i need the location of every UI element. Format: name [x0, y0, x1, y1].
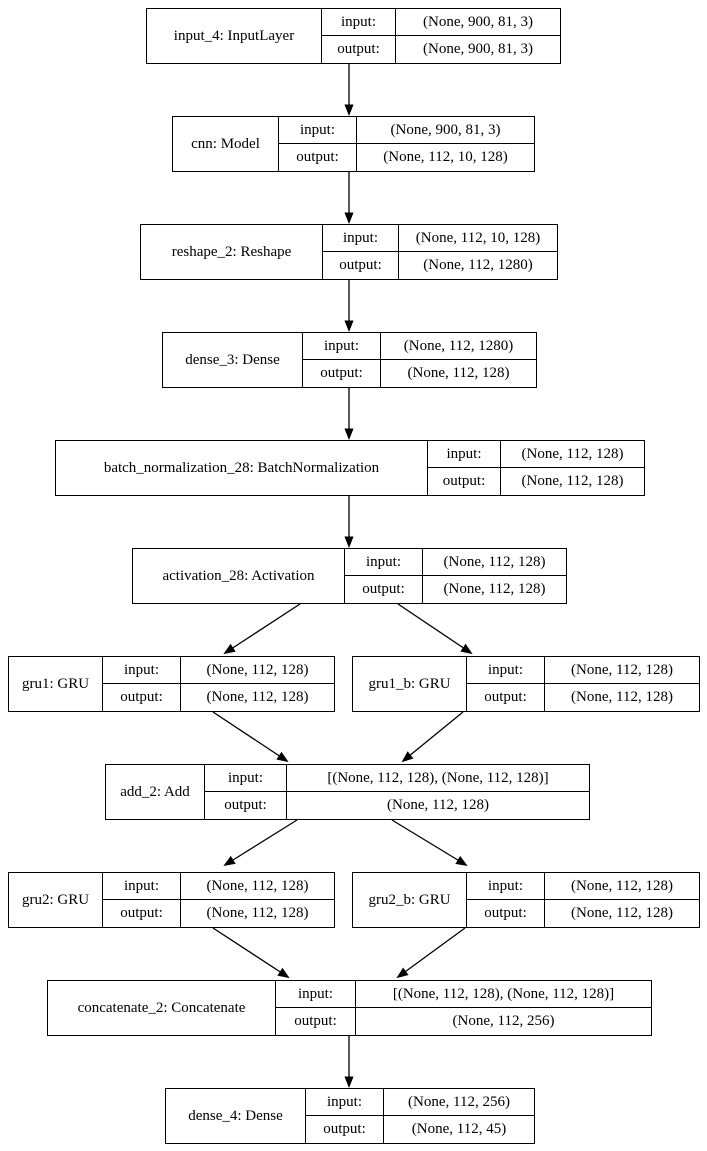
input-key-label: input:	[323, 225, 399, 252]
input-shape-value: (None, 112, 1280)	[381, 333, 536, 360]
layer-node-reshape_2: reshape_2: Reshape input: (None, 112, 10…	[140, 224, 558, 280]
layer-node-gru2_b: gru2_b: GRU input: (None, 112, 128) outp…	[352, 872, 700, 928]
layer-name-label: batch_normalization_28: BatchNormalizati…	[56, 441, 428, 495]
input-key-label: input:	[322, 9, 396, 36]
edge-arrow-gru1-to-add_2	[212, 711, 289, 763]
input-shape-value: (None, 112, 128)	[181, 873, 334, 900]
layer-node-gru1: gru1: GRU input: (None, 112, 128) output…	[8, 656, 335, 712]
edge-arrow-gru2_b-to-concatenate_2	[396, 927, 466, 979]
edge-arrow-add_2-to-gru2_b	[391, 819, 468, 867]
output-shape-value: (None, 112, 128)	[521, 473, 624, 489]
output-shape-value: (None, 112, 128)	[206, 905, 309, 921]
input-shape-value: (None, 900, 81, 3)	[396, 9, 560, 36]
output-key-label: output:	[279, 144, 357, 171]
output-shape-value: (None, 112, 128)	[407, 365, 510, 381]
input-key-label: input:	[276, 981, 356, 1008]
layer-node-add_2: add_2: Add input: [(None, 112, 128), (No…	[105, 764, 590, 820]
layer-name-label: reshape_2: Reshape	[141, 225, 323, 279]
output-shape-value: (None, 112, 45)	[411, 1121, 507, 1137]
layer-node-gru2: gru2: GRU input: (None, 112, 128) output…	[8, 872, 335, 928]
edge-arrow-activation_28-to-gru1_b	[397, 603, 473, 655]
output-shape-value: (None, 112, 256)	[452, 1013, 555, 1029]
layer-name-label: gru1: GRU	[9, 657, 103, 711]
layer-name-label: gru2: GRU	[9, 873, 103, 927]
input-key-label: input:	[103, 657, 181, 684]
input-shape-value: [(None, 112, 128), (None, 112, 128)]	[356, 981, 651, 1008]
edge-arrow-add_2-to-gru2	[223, 819, 298, 867]
input-shape-value: (None, 900, 81, 3)	[357, 117, 534, 144]
input-key-label: input:	[279, 117, 357, 144]
output-key-label: output:	[103, 900, 181, 927]
input-key-label: input:	[428, 441, 501, 468]
layer-name-label: dense_4: Dense	[166, 1089, 306, 1143]
layer-name-label: gru2_b: GRU	[353, 873, 467, 927]
output-key-label: output:	[323, 252, 399, 279]
output-shape-value: (None, 112, 128)	[206, 689, 309, 705]
output-key-label: output:	[428, 468, 501, 495]
output-shape-value: (None, 900, 81, 3)	[423, 41, 533, 57]
input-shape-value: (None, 112, 128)	[545, 873, 699, 900]
input-shape-value: (None, 112, 128)	[423, 549, 566, 576]
output-key-label: output:	[276, 1008, 356, 1035]
layer-node-concatenate_2: concatenate_2: Concatenate input: [(None…	[47, 980, 652, 1036]
layer-node-gru1_b: gru1_b: GRU input: (None, 112, 128) outp…	[352, 656, 700, 712]
output-key-label: output:	[322, 36, 396, 63]
input-shape-value: (None, 112, 128)	[545, 657, 699, 684]
output-shape-value: (None, 112, 1280)	[423, 257, 533, 273]
input-key-label: input:	[306, 1089, 384, 1116]
layer-node-dense_4: dense_4: Dense input: (None, 112, 256) o…	[165, 1088, 535, 1144]
input-shape-value: [(None, 112, 128), (None, 112, 128)]	[287, 765, 589, 792]
output-shape-value: (None, 112, 128)	[443, 581, 546, 597]
output-shape-value: (None, 112, 128)	[387, 797, 489, 813]
output-shape-value: (None, 112, 128)	[571, 905, 673, 921]
input-key-label: input:	[467, 657, 545, 684]
input-key-label: input:	[103, 873, 181, 900]
output-key-label: output:	[303, 360, 381, 387]
output-key-label: output:	[205, 792, 287, 819]
layer-name-label: gru1_b: GRU	[353, 657, 467, 711]
edge-arrow-gru1_b-to-add_2	[401, 711, 464, 763]
input-key-label: input:	[467, 873, 545, 900]
layer-name-label: activation_28: Activation	[133, 549, 345, 603]
output-key-label: output:	[306, 1116, 384, 1143]
layer-node-batch_normalization_28: batch_normalization_28: BatchNormalizati…	[55, 440, 645, 496]
output-shape-value: (None, 112, 128)	[571, 689, 673, 705]
input-shape-value: (None, 112, 10, 128)	[399, 225, 557, 252]
output-shape-value: (None, 112, 10, 128)	[383, 149, 508, 165]
layer-name-label: concatenate_2: Concatenate	[48, 981, 276, 1035]
input-shape-value: (None, 112, 128)	[501, 441, 644, 468]
layer-name-label: cnn: Model	[173, 117, 279, 171]
input-shape-value: (None, 112, 256)	[384, 1089, 534, 1116]
layer-name-label: input_4: InputLayer	[147, 9, 322, 63]
output-key-label: output:	[103, 684, 181, 711]
layer-node-activation_28: activation_28: Activation input: (None, …	[132, 548, 567, 604]
input-key-label: input:	[345, 549, 423, 576]
output-key-label: output:	[345, 576, 423, 603]
output-key-label: output:	[467, 900, 545, 927]
edge-arrow-activation_28-to-gru1	[223, 603, 301, 655]
layer-node-dense_3: dense_3: Dense input: (None, 112, 1280) …	[162, 332, 537, 388]
edge-arrow-gru2-to-concatenate_2	[212, 927, 290, 979]
layer-name-label: dense_3: Dense	[163, 333, 303, 387]
layer-name-label: add_2: Add	[106, 765, 205, 819]
input-shape-value: (None, 112, 128)	[181, 657, 334, 684]
input-key-label: input:	[205, 765, 287, 792]
layer-node-input_4: input_4: InputLayer input: (None, 900, 8…	[146, 8, 561, 64]
input-key-label: input:	[303, 333, 381, 360]
output-key-label: output:	[467, 684, 545, 711]
layer-node-cnn: cnn: Model input: (None, 900, 81, 3) out…	[172, 116, 535, 172]
